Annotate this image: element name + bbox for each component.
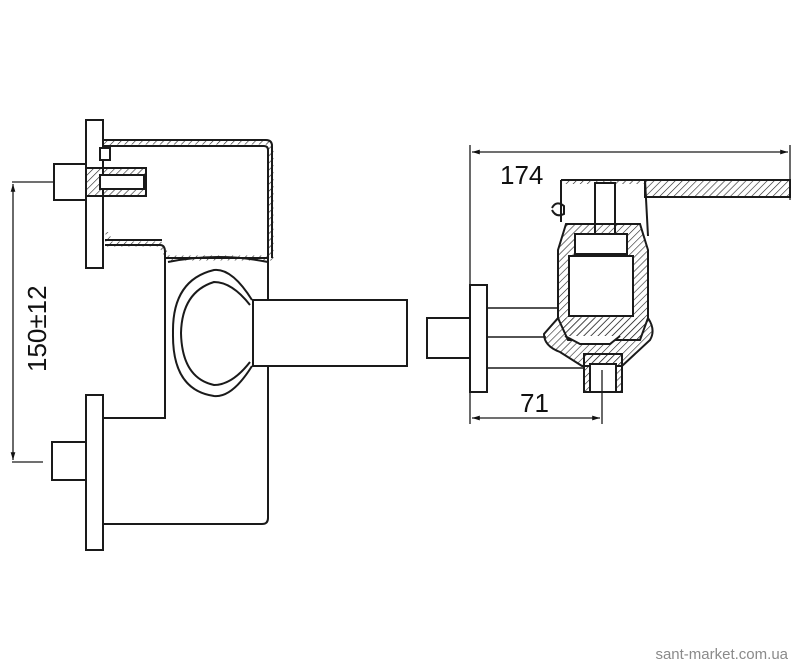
side-view bbox=[426, 145, 791, 424]
lever-section bbox=[644, 179, 791, 198]
wall-flange bbox=[469, 284, 488, 393]
handle-lobe bbox=[171, 268, 253, 398]
watermark: sant-market.com.ua bbox=[655, 646, 788, 663]
dimension-label-174: 174 bbox=[500, 160, 543, 190]
dimension-label-150: 150±12 bbox=[22, 285, 52, 372]
dimension-label-71: 71 bbox=[520, 388, 549, 418]
inlet-stub bbox=[426, 317, 471, 359]
mixer-body bbox=[103, 257, 269, 525]
front-view bbox=[10, 119, 408, 551]
handle-lever bbox=[252, 299, 408, 367]
top-inlet-connector bbox=[53, 163, 87, 201]
bottom-wall-flange bbox=[85, 394, 104, 551]
bottom-inlet-stub bbox=[51, 441, 87, 481]
